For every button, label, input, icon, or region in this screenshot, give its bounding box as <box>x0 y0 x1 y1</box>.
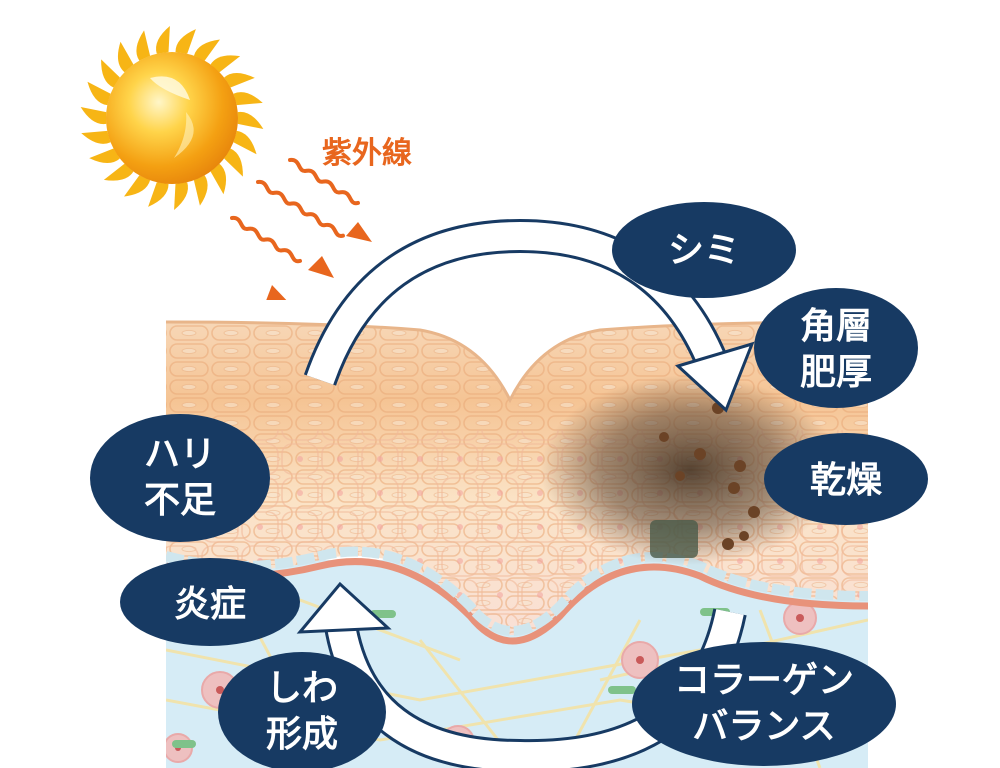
uv-arrows <box>230 157 360 264</box>
curved-arrow-icon <box>303 218 755 413</box>
wavy-arrow-icon <box>288 157 360 206</box>
wavy-arrow-icon <box>256 179 345 238</box>
bubble-kakuso: 角層 肥厚 <box>754 288 918 408</box>
sun-ray <box>175 29 196 54</box>
sun-ray <box>174 182 188 210</box>
bubble-shiwa: しわ 形成 <box>218 652 386 768</box>
sun-icon <box>80 26 264 210</box>
sun-ray <box>89 148 120 164</box>
sun-ray <box>224 72 255 88</box>
wavy-arrow-icon <box>230 215 302 264</box>
sun-ray <box>124 175 151 197</box>
bubble-ensho: 炎症 <box>120 558 300 646</box>
sun-ray <box>193 175 208 206</box>
sun-ray <box>193 39 220 61</box>
sun-ray <box>136 30 151 61</box>
sun-ray <box>87 81 111 106</box>
sun-ray <box>156 26 170 54</box>
sun-ray <box>210 163 227 195</box>
hari-label-1: ハリ <box>144 434 216 475</box>
sun-ray <box>101 59 120 88</box>
collagen-label-1: コラーゲン <box>674 660 854 701</box>
hari-label-2: 不足 <box>144 480 216 521</box>
bubble-shimi: シミ <box>612 202 796 298</box>
ensho-label: 炎症 <box>174 584 246 625</box>
sun-ray <box>80 106 107 125</box>
shiwa-label-2: 形成 <box>266 714 338 755</box>
kakuso-label-2: 肥厚 <box>800 352 872 393</box>
sun-ray <box>210 55 241 73</box>
uv-label: 紫外線 <box>322 136 412 171</box>
kanso-label: 乾燥 <box>810 460 883 501</box>
bubble-hari: ハリ 不足 <box>90 414 270 542</box>
bubble-collagen: コラーゲン バランス <box>632 642 896 766</box>
collagen-label-2: バランス <box>692 706 835 747</box>
sun-ray <box>224 148 243 177</box>
kakuso-label-1: 角層 <box>800 306 872 347</box>
shimi-label: シミ <box>668 230 740 271</box>
sun-ray <box>233 130 257 155</box>
sun-ray <box>81 130 111 144</box>
sun-ray <box>233 92 263 106</box>
sun-ray <box>103 163 134 181</box>
sun-ray <box>117 41 134 73</box>
shiwa-label-1: しわ <box>266 668 338 709</box>
bubble-kanso: 乾燥 <box>764 433 928 525</box>
sun-ray <box>237 111 264 130</box>
sun-ray <box>148 182 169 207</box>
